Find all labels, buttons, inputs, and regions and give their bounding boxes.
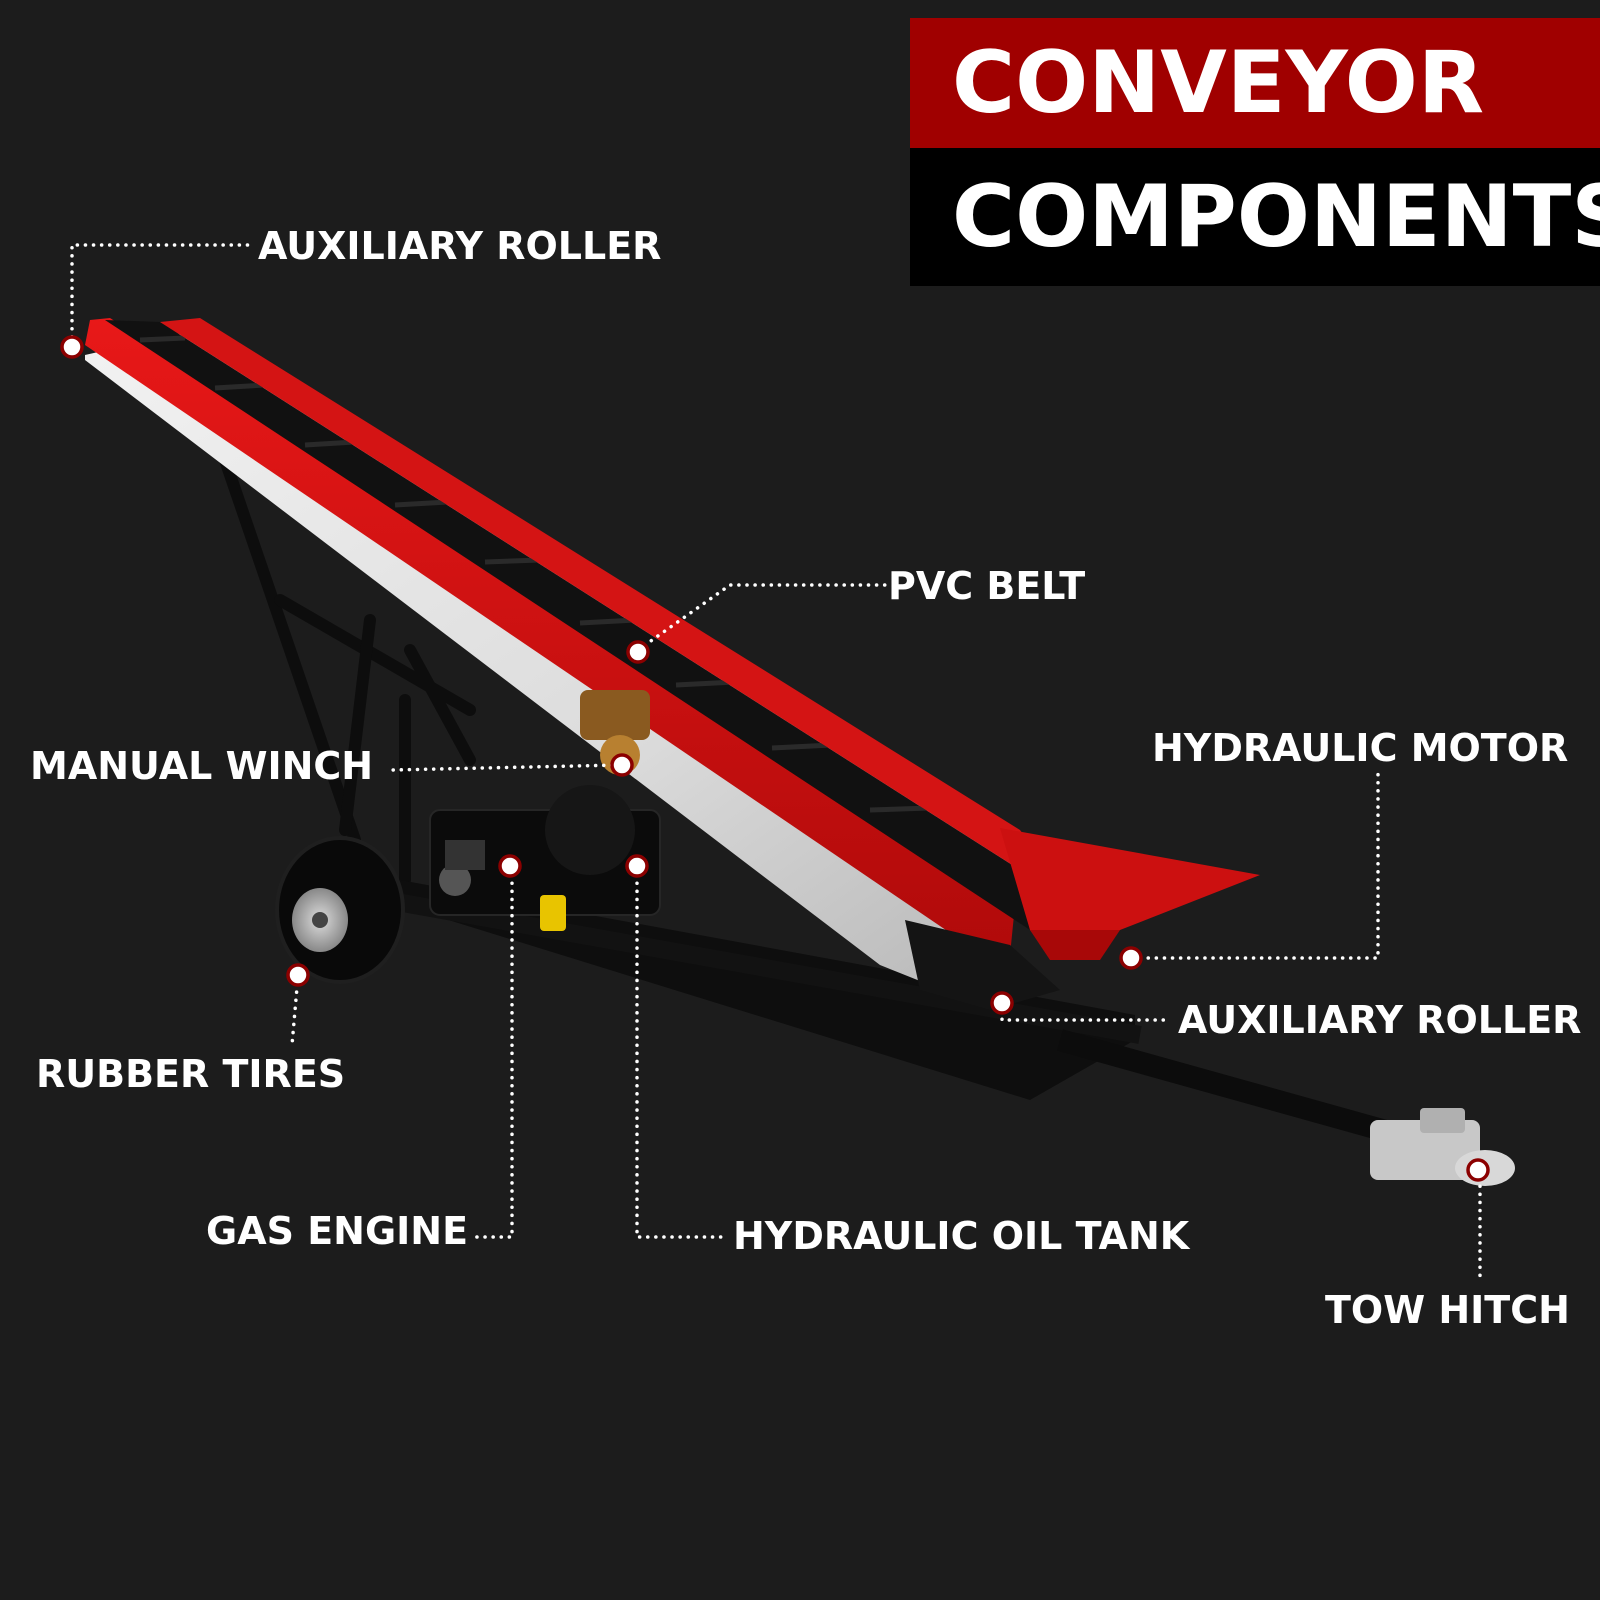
title-line-2: COMPONENTS (910, 148, 1600, 286)
support-frame (219, 454, 476, 886)
label-manual-winch: MANUAL WINCH (30, 744, 374, 788)
marker-rubber-tires (286, 963, 310, 987)
drive-bracket (905, 920, 1060, 1010)
marker-hydraulic-motor (1119, 946, 1143, 970)
hopper (1000, 828, 1260, 960)
label-gas-engine: GAS ENGINE (206, 1209, 469, 1253)
marker-aux-roller-top (60, 335, 84, 359)
label-tow-hitch: TOW HITCH (1325, 1288, 1570, 1332)
marker-tow-hitch (1466, 1158, 1490, 1182)
leader-hydraulic-motor (1130, 766, 1380, 960)
marker-gas-engine (498, 854, 522, 878)
label-hydraulic-motor: HYDRAULIC MOTOR (1152, 726, 1569, 770)
label-hydraulic-oil-tank: HYDRAULIC OIL TANK (733, 1214, 1190, 1258)
wheel (275, 836, 405, 984)
leader-aux-roller-top (70, 243, 257, 347)
label-auxiliary-roller-top: AUXILIARY ROLLER (258, 224, 662, 268)
leader-manual-winch (390, 763, 622, 772)
belt-cleats (139, 335, 931, 813)
leader-rubber-tires (290, 974, 300, 1047)
back-wall (160, 318, 1075, 905)
marker-manual-winch (610, 753, 634, 777)
leader-pvc-belt (636, 583, 887, 652)
marker-aux-roller-bottom (990, 991, 1014, 1015)
belt-surface (105, 320, 1075, 930)
tow-hitch-coupler (1370, 1108, 1515, 1186)
leader-aux-roller-bottom (1000, 1001, 1172, 1022)
engine-block (429, 785, 661, 931)
leader-gas-engine (473, 865, 514, 1239)
label-pvc-belt: PVC BELT (888, 564, 1086, 608)
leader-hydraulic-oil-tank (635, 865, 730, 1239)
title-line-1: CONVEYOR (910, 18, 1600, 148)
label-rubber-tires: RUBBER TIRES (36, 1052, 346, 1096)
leader-lines (70, 243, 1482, 1282)
side-rail (85, 318, 1015, 960)
label-auxiliary-roller-bottom: AUXILIARY ROLLER (1178, 998, 1582, 1042)
markers (60, 335, 1490, 1182)
marker-pvc-belt (626, 640, 650, 664)
marker-hydraulic-oil-tank (625, 854, 649, 878)
